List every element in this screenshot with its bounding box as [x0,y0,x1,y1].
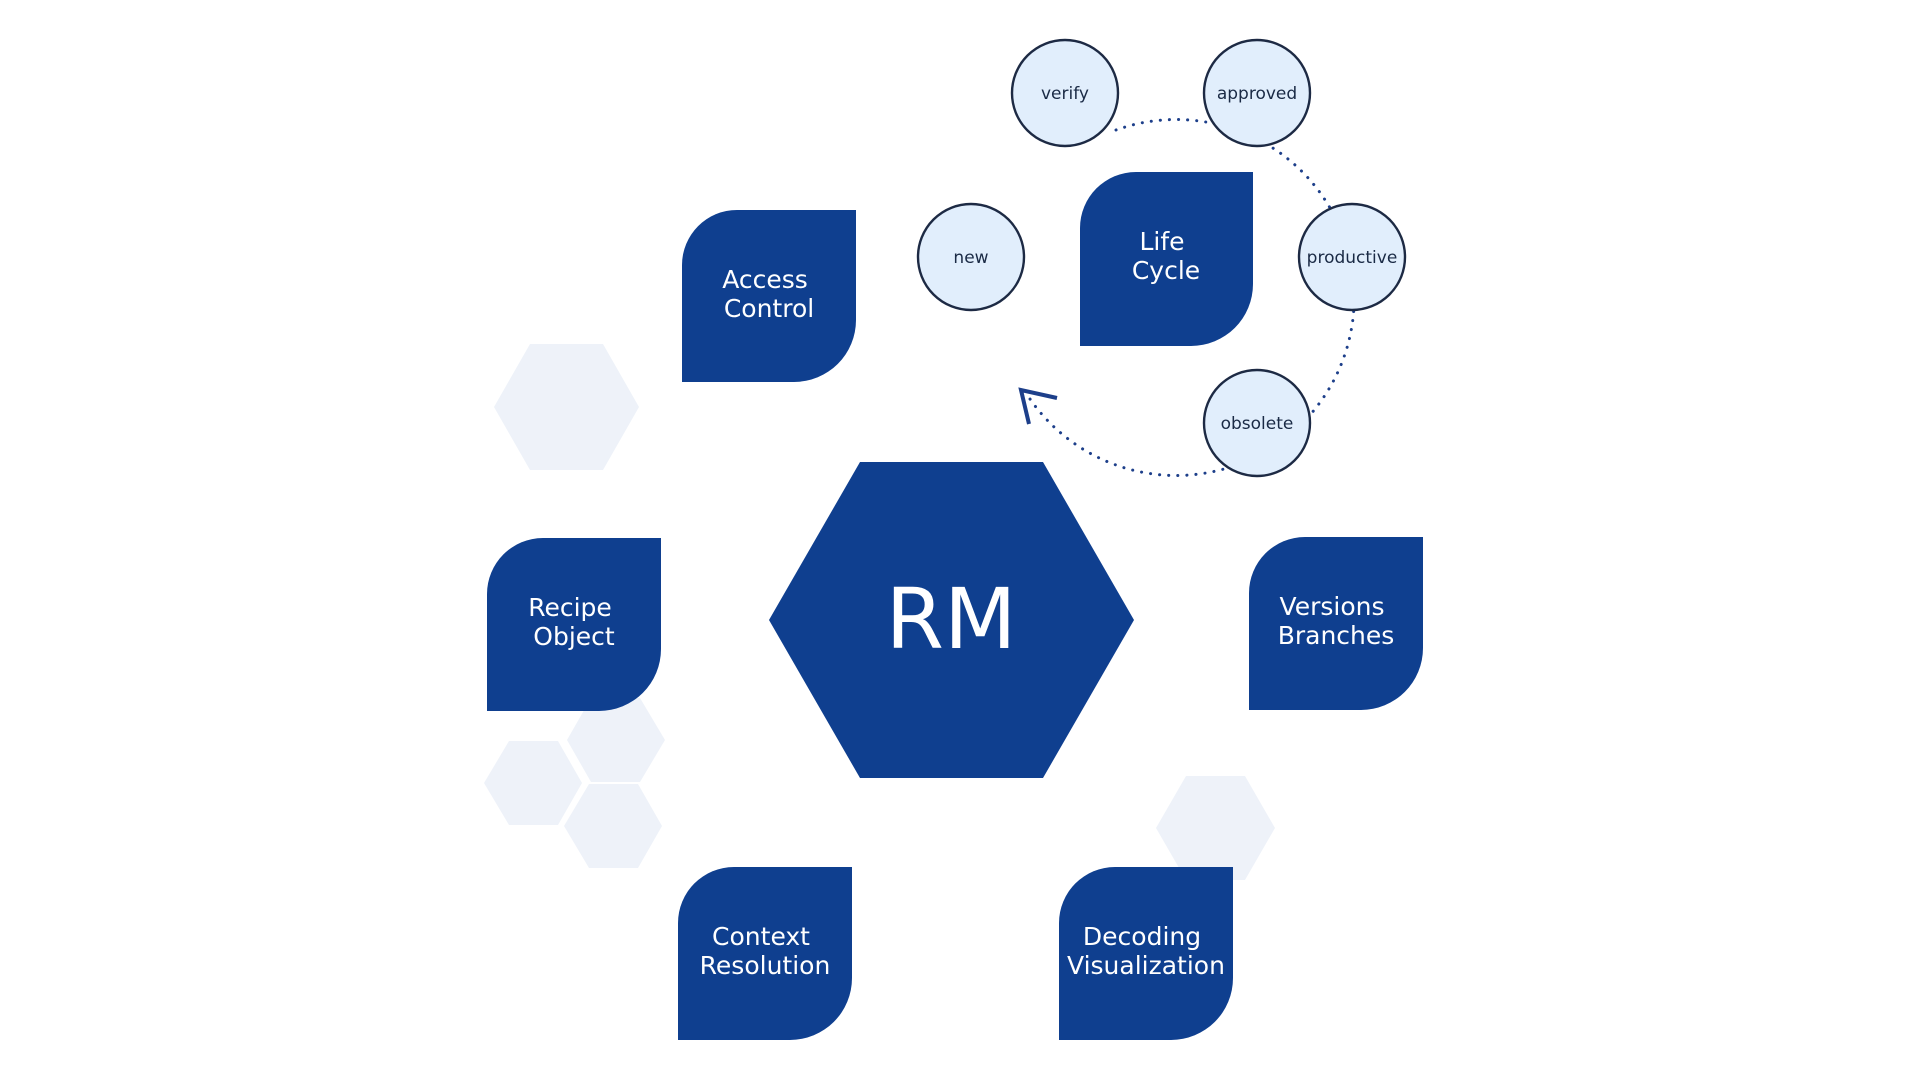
module-context-resolution: Context Resolution [678,867,852,1040]
state-new: new [916,202,1026,312]
hub: RM [769,462,1134,778]
decor-hexagon [484,741,582,825]
state-productive-label: productive [1307,248,1398,268]
versions-branches-line-1: Versions [1280,592,1385,621]
state-approved-label: approved [1217,84,1297,104]
hub-label: RM [886,570,1017,668]
module-versions-branches: Versions Branches [1249,537,1423,710]
module-access-control: Access Control [682,210,856,382]
decor-hexagon [1156,776,1275,880]
decor-hexagon [564,784,662,868]
decoding-visualization-line-1: Decoding [1083,922,1201,951]
state-new-label: new [953,248,988,268]
access-control-tile [682,210,856,382]
state-approved: approved [1202,38,1312,148]
hub-hexagon [769,462,1134,778]
module-life-cycle: Life Cycle [1080,172,1253,346]
state-obsolete-label: obsolete [1221,414,1294,434]
decoding-visualization-line-2: Visualization [1067,951,1225,980]
life-cycle-line-2: Cycle [1132,256,1200,285]
versions-branches-label: Versions Branches [1278,592,1395,650]
module-decoding-visualization: Decoding Visualization [1059,867,1233,1040]
lifecycle-arrowhead [1018,387,1058,425]
state-verify: verify [1010,38,1120,148]
access-control-line-1: Access [722,265,808,294]
decorative-hexagons [484,344,1275,880]
lifecycle-states: new verify approved productive obsolete [916,38,1407,478]
state-approved-circle [1202,38,1312,148]
context-resolution-line-1: Context [712,922,810,951]
state-verify-label: verify [1041,84,1089,104]
life-cycle-label: Life Cycle [1132,227,1200,285]
state-verify-circle [1010,38,1120,148]
module-recipe-object: Recipe Object [487,538,661,711]
versions-branches-tile [1249,537,1423,710]
decor-hexagon [494,344,639,470]
recipe-object-line-2: Object [533,622,615,651]
recipe-object-tile [487,538,661,711]
lifecycle-ring [1018,118,1356,478]
lifecycle-path [1024,118,1356,478]
context-resolution-line-2: Resolution [700,951,831,980]
state-obsolete: obsolete [1202,368,1312,478]
state-new-circle [916,202,1026,312]
decoding-visualization-label: Decoding Visualization [1067,922,1225,980]
state-obsolete-circle [1202,368,1312,478]
recipe-object-label: Recipe Object [528,593,620,651]
state-productive-circle [1297,202,1407,312]
life-cycle-line-1: Life [1139,227,1184,256]
context-resolution-label: Context Resolution [700,922,831,980]
access-control-line-2: Control [724,294,814,323]
access-control-label: Access Control [722,265,816,323]
state-productive: productive [1297,202,1407,312]
decoding-visualization-tile [1059,867,1233,1040]
versions-branches-line-2: Branches [1278,621,1395,650]
life-cycle-tile [1080,172,1253,346]
decor-hexagon [567,698,665,782]
recipe-object-line-1: Recipe [528,593,612,622]
context-resolution-tile [678,867,852,1040]
